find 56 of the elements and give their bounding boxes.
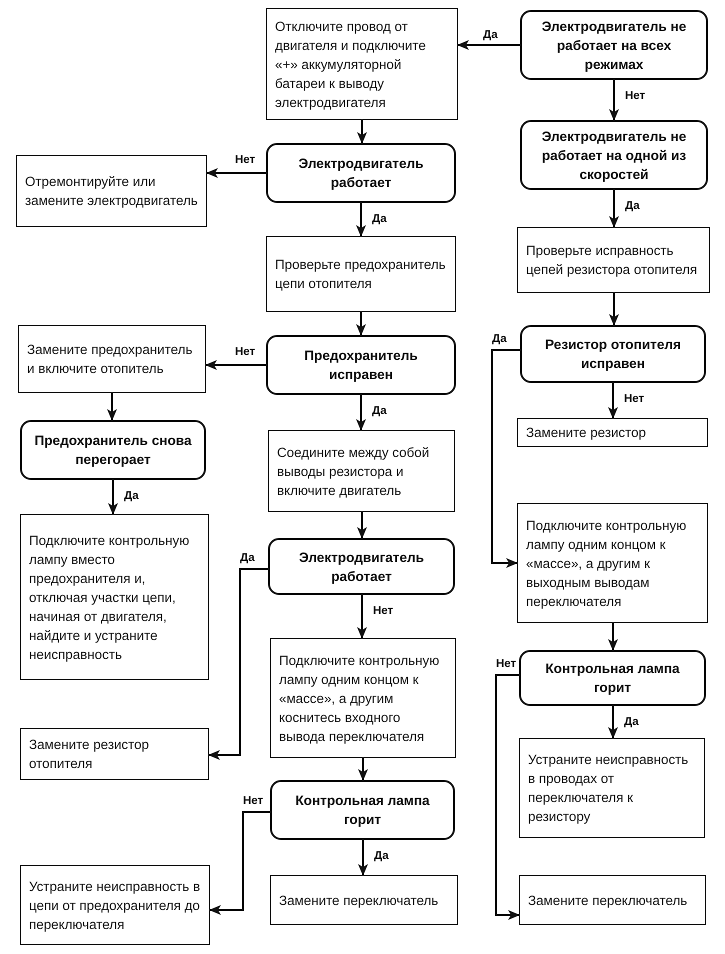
arrow bbox=[608, 706, 618, 739]
arrow bbox=[356, 395, 366, 431]
arrow bbox=[608, 623, 618, 651]
arrow bbox=[608, 383, 618, 419]
decision-box: Электродвигатель работает bbox=[268, 538, 455, 595]
process-box: Подключите контрольную лампу вместо предохранителя и, отключая участки цепи, начиная от двигателя, найдите и устраните неисправность bbox=[20, 514, 209, 680]
arrow bbox=[358, 758, 368, 781]
decision-box: Предохранитель снова перегорает bbox=[20, 420, 206, 480]
edge-label: Да bbox=[371, 404, 388, 418]
process-box: Отключите провод от двигателя и подключите «+» аккумуляторной батареи к выводу электродвигателя bbox=[266, 8, 458, 120]
arrow bbox=[357, 595, 367, 639]
arrow bbox=[205, 360, 266, 370]
edge-label: Да bbox=[623, 715, 640, 729]
arrow bbox=[356, 312, 366, 336]
process-box: Отремонтируйте или замените электродвигатель bbox=[16, 155, 207, 227]
process-box: Соедините между собой выводы резистора и включите двигатель bbox=[268, 430, 455, 512]
decision-box: Предохранитель исправен bbox=[266, 335, 456, 395]
edge-label: Да bbox=[123, 489, 140, 503]
arrow bbox=[108, 480, 118, 515]
edge-label: Да bbox=[373, 849, 390, 863]
arrow bbox=[358, 840, 368, 876]
arrow bbox=[356, 203, 366, 237]
process-box: Замените предохранитель и включите отопитель bbox=[18, 325, 206, 393]
process-box: Замените резистор bbox=[517, 418, 708, 447]
process-box: Подключите контрольную лампу одним концом к «массе», а другим к выходным выводам переключателя bbox=[517, 503, 708, 623]
decision-box: Электродвигатель не работает на одной из скоростей bbox=[520, 120, 708, 190]
process-box: Замените переключатель bbox=[519, 875, 706, 925]
process-box: Устраните неисправность в проводах от переключателя к резистору bbox=[519, 738, 705, 838]
edge-label: Да bbox=[624, 199, 641, 213]
arrow bbox=[209, 811, 270, 915]
decision-box: Электродвигатель не работает на всех режимах bbox=[520, 10, 708, 80]
arrow bbox=[495, 674, 520, 920]
process-box: Проверьте предохранитель цепи отопителя bbox=[266, 236, 456, 312]
process-box: Замените резистор отопителя bbox=[20, 728, 209, 780]
arrow bbox=[609, 80, 619, 121]
edge-label: Да bbox=[371, 212, 388, 226]
decision-box: Электродвигатель работает bbox=[266, 143, 456, 203]
arrow bbox=[357, 120, 367, 144]
arrow bbox=[609, 293, 619, 326]
arrow bbox=[357, 512, 367, 539]
arrow bbox=[107, 393, 117, 421]
arrow bbox=[457, 40, 520, 50]
arrow bbox=[609, 190, 619, 228]
process-box: Подключите контрольную лампу одним концом к «массе», а другим коснитесь входного вывода переключателя bbox=[270, 638, 456, 758]
decision-box: Резистор отопителя исправен bbox=[520, 325, 706, 383]
edge-label: Да bbox=[491, 332, 508, 346]
process-box: Проверьте исправность цепей резистора отопителя bbox=[517, 227, 710, 293]
process-box: Замените переключатель bbox=[270, 875, 458, 925]
decision-box: Контрольная лампа горит bbox=[270, 780, 455, 840]
process-box: Устраните неисправность в цепи от предохранителя до переключателя bbox=[20, 865, 210, 945]
edge-label: Да bbox=[482, 28, 499, 42]
arrow bbox=[491, 349, 520, 568]
arrow bbox=[206, 168, 266, 178]
decision-box: Контрольная лампа горит bbox=[519, 650, 706, 706]
edge-label: Да bbox=[239, 551, 256, 565]
arrow bbox=[208, 568, 268, 760]
